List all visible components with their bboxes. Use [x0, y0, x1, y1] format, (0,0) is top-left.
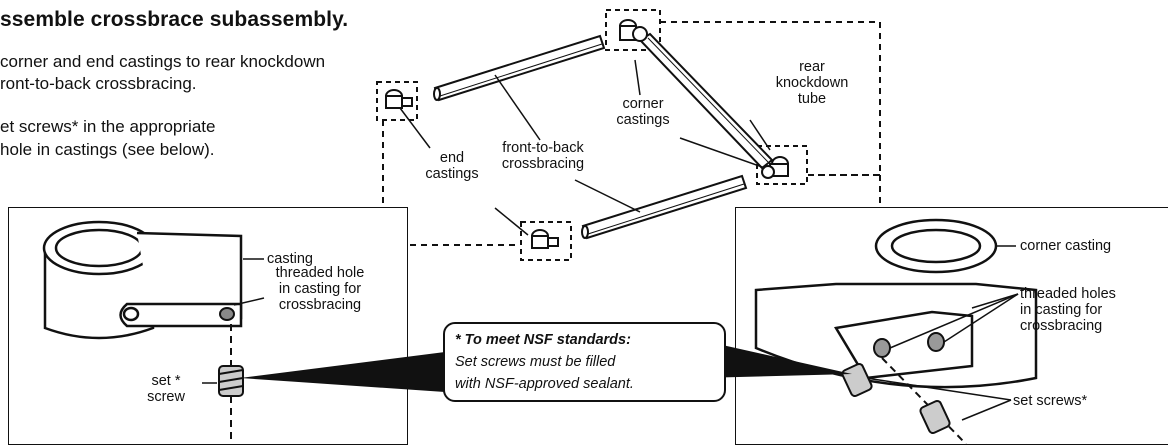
label-line: castings	[425, 166, 479, 182]
set-screw-glyph	[218, 365, 244, 397]
label-front-to-back-crossbracing: front-to-back crossbracing	[478, 140, 608, 172]
label-corner-casting: corner casting	[1020, 238, 1112, 254]
lower-crossbrace-tube	[581, 174, 748, 240]
upper-crossbrace-tube	[433, 34, 606, 102]
label-rear-knockdown-tube: rear knockdown tube	[760, 59, 864, 107]
note-pointers	[240, 340, 852, 392]
label-set-screw: set * screw	[131, 373, 201, 405]
label-line: screw	[147, 389, 185, 405]
right-detail-panel: corner casting threaded holes in casting…	[735, 207, 1168, 445]
end-casting-left	[385, 89, 413, 109]
corner-casting-top	[619, 19, 648, 42]
label-set-screws: set screws*	[1013, 393, 1088, 409]
label-line: tube	[797, 91, 827, 107]
label-line: front-to-back	[502, 140, 584, 156]
label-line: castings	[616, 112, 670, 128]
step-title: ssemble crossbrace subassembly.	[0, 8, 349, 31]
note-pointer-right	[700, 340, 852, 378]
end-casting-bottom	[531, 229, 559, 249]
label-line: knockdown	[775, 75, 849, 91]
label-line: corner	[622, 96, 664, 112]
corner-casting-right	[761, 156, 789, 179]
step-line-1: corner and end castings to rear knockdow…	[0, 52, 326, 71]
leader-lines	[399, 59, 771, 236]
label-line: threaded hole	[275, 265, 365, 281]
nsf-note-line-1: Set screws must be filled	[455, 354, 616, 370]
label-line: in casting for	[278, 281, 362, 297]
end-casting-detail-art	[42, 220, 265, 444]
label-corner-castings: corner castings	[598, 96, 688, 128]
threaded-hole-marker	[219, 307, 235, 321]
label-threaded-hole: threaded hole in casting for crossbracin…	[265, 265, 375, 313]
label-casting: casting	[267, 251, 313, 267]
nsf-note-line-2: with NSF-approved sealant.	[455, 376, 634, 392]
label-line: crossbracing	[501, 156, 585, 172]
left-detail-panel: casting threaded hole in casting for cro…	[8, 207, 408, 445]
crossbrace-diagram	[376, 9, 881, 261]
label-threaded-holes: threaded holes in casting for crossbraci…	[1020, 286, 1116, 334]
label-line: in casting for	[1020, 302, 1103, 318]
note-pointer-left	[240, 352, 445, 392]
dashed-leaders	[382, 21, 881, 246]
label-end-castings: end castings	[412, 150, 492, 182]
nsf-note-heading: * To meet NSF standards:	[455, 332, 631, 348]
label-line: set *	[151, 373, 181, 389]
label-line: crossbracing	[278, 297, 362, 313]
nsf-note: * To meet NSF standards: Set screws must…	[443, 322, 726, 402]
label-line: end	[439, 150, 465, 166]
label-line: crossbracing	[1020, 318, 1103, 334]
label-line: rear	[799, 59, 825, 75]
set-screws-glyph	[841, 362, 951, 435]
step-line-3: et screws* in the appropriate	[0, 117, 216, 136]
corner-casting-detail-art	[754, 218, 1038, 444]
casting-glyphs	[385, 19, 789, 249]
step-line-2: ront-to-back crossbracing.	[0, 74, 197, 93]
threaded-holes-markers	[873, 332, 945, 358]
step-line-4: hole in castings (see below).	[0, 140, 215, 159]
label-line: threaded holes	[1020, 286, 1116, 302]
